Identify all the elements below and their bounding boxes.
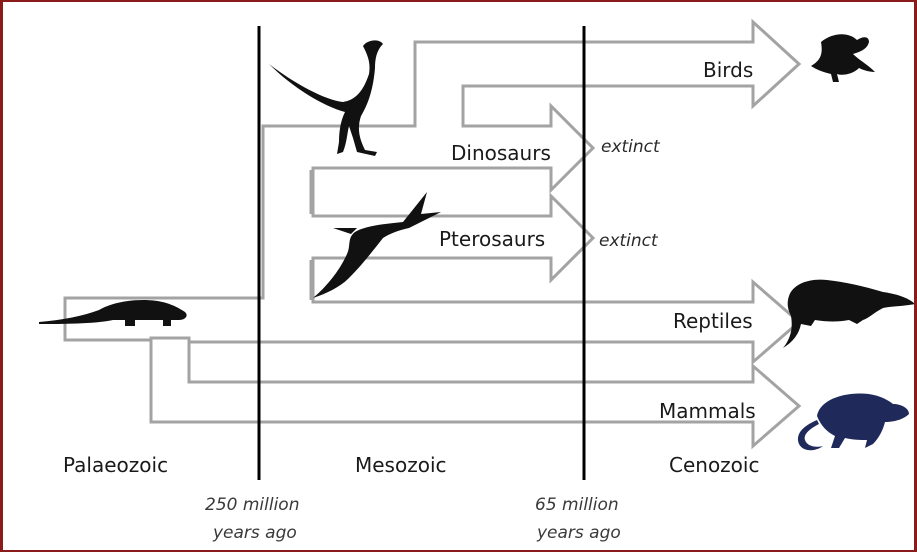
era-mesozoic-label: Mesozoic xyxy=(355,453,447,477)
era-palaeozoic-label: Palaeozoic xyxy=(63,453,168,477)
pterosaurs-extinct-label: extinct xyxy=(599,231,659,251)
dinosaurs-extinct-label: extinct xyxy=(601,137,661,157)
boundary-250-line2: years ago xyxy=(212,523,297,543)
mammals-label: Mammals xyxy=(659,399,756,423)
era-cenozoic-label: Cenozoic xyxy=(669,453,759,477)
pterosaurs-label: Pterosaurs xyxy=(439,227,545,251)
birds-label: Birds xyxy=(703,58,753,82)
boundary-65-line2: years ago xyxy=(536,523,621,543)
reptiles-label: Reptiles xyxy=(673,309,753,333)
phylogeny-diagram: Birds Dinosaurs extinct Pterosaurs extin… xyxy=(3,2,914,550)
dinosaurs-label: Dinosaurs xyxy=(451,141,551,165)
boundary-65-line1: 65 million xyxy=(535,495,619,515)
boundary-250-line1: 250 million xyxy=(205,495,299,515)
